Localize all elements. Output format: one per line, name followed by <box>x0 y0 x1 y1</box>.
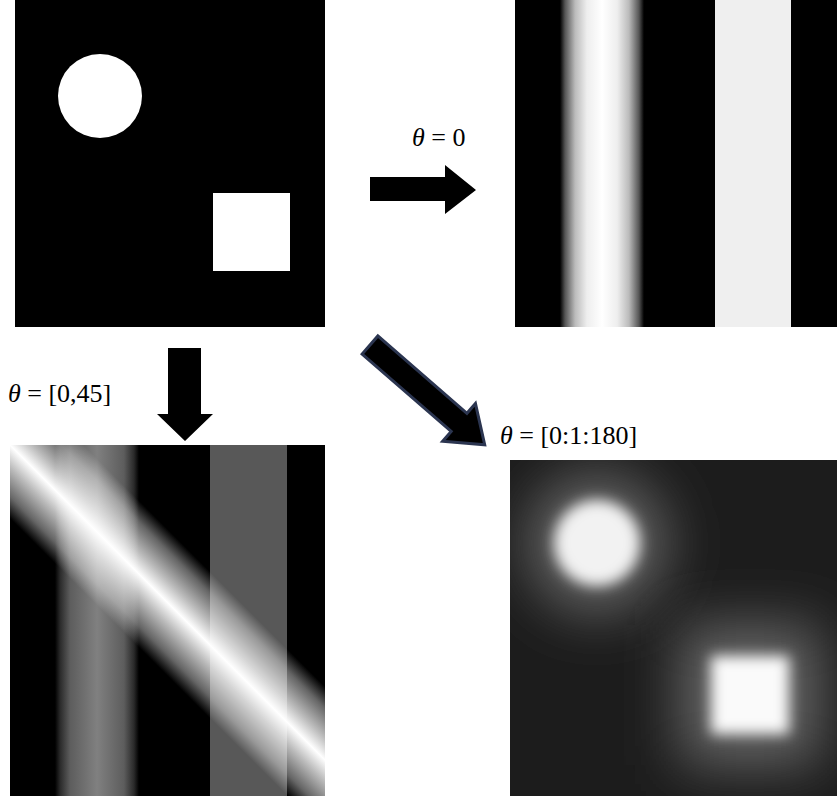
angle-label: θ = [0:1:180] <box>500 420 637 451</box>
angle-label: θ = [0,45] <box>8 378 111 409</box>
angle-label: θ = 0 <box>412 122 465 153</box>
